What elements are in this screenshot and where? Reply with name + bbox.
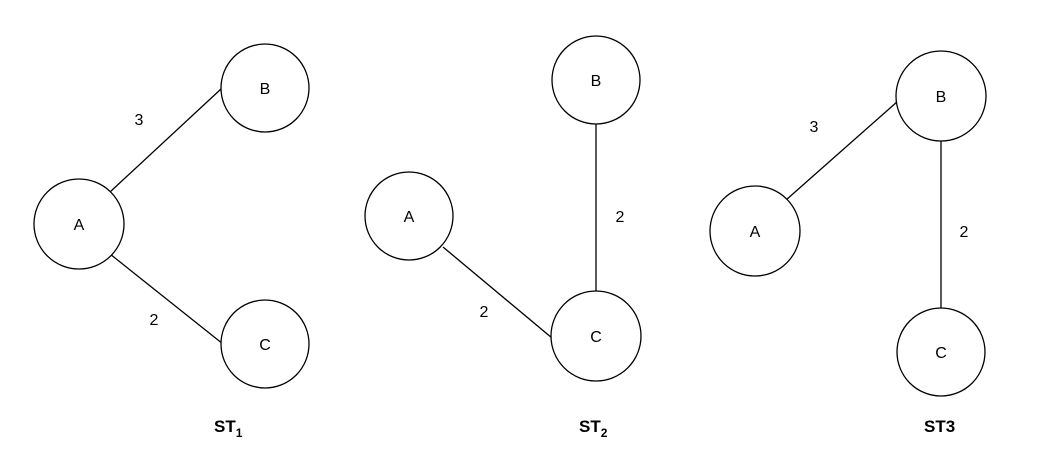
tree-1-edge-a-c-weight: 2 bbox=[150, 312, 159, 329]
tree-1-node-b: B bbox=[220, 43, 310, 133]
tree-3-node-c-label: C bbox=[935, 345, 947, 362]
tree-2-edge-a-c bbox=[442, 246, 553, 339]
tree-3-edge-b-c-weight: 2 bbox=[960, 224, 969, 241]
tree-1-node-c: C bbox=[220, 299, 310, 389]
spanning-tree-2: 2 2 A B C ST2 bbox=[364, 35, 642, 440]
tree-2-node-c-label: C bbox=[590, 329, 602, 346]
tree-3-caption: ST3 bbox=[924, 417, 955, 436]
tree-2-node-c: C bbox=[550, 290, 642, 382]
tree-3-edge-a-b bbox=[785, 100, 899, 201]
tree-2-node-a-label: A bbox=[404, 209, 415, 226]
spanning-tree-1: 3 2 A B C ST1 bbox=[33, 43, 310, 440]
tree-1-node-c-label: C bbox=[259, 337, 271, 354]
tree-3-node-c: C bbox=[896, 307, 986, 397]
tree-1-node-b-label: B bbox=[260, 81, 271, 98]
tree-1-caption: ST1 bbox=[214, 417, 243, 440]
tree-3-node-a: A bbox=[709, 185, 801, 277]
tree-1-node-a: A bbox=[33, 178, 125, 270]
tree-2-node-b: B bbox=[551, 35, 641, 125]
tree-1-node-a-label: A bbox=[74, 217, 85, 234]
tree-2-edge-a-c-weight: 2 bbox=[480, 304, 489, 321]
spanning-tree-3: 3 2 A B C ST3 bbox=[709, 50, 987, 436]
tree-3-edge-a-b-weight: 3 bbox=[810, 119, 819, 136]
tree-2-node-a: A bbox=[364, 171, 454, 261]
tree-3-node-b-label: B bbox=[936, 89, 947, 106]
tree-2-caption: ST2 bbox=[579, 417, 608, 440]
tree-3-node-a-label: A bbox=[750, 224, 761, 241]
tree-2-node-b-label: B bbox=[591, 73, 602, 90]
tree-1-edge-a-b-weight: 3 bbox=[135, 112, 144, 129]
tree-1-edge-a-b bbox=[109, 88, 222, 193]
tree-2-edge-b-c-weight: 2 bbox=[616, 209, 625, 226]
tree-1-edge-a-c bbox=[109, 253, 224, 345]
tree-3-node-b: B bbox=[895, 50, 987, 142]
